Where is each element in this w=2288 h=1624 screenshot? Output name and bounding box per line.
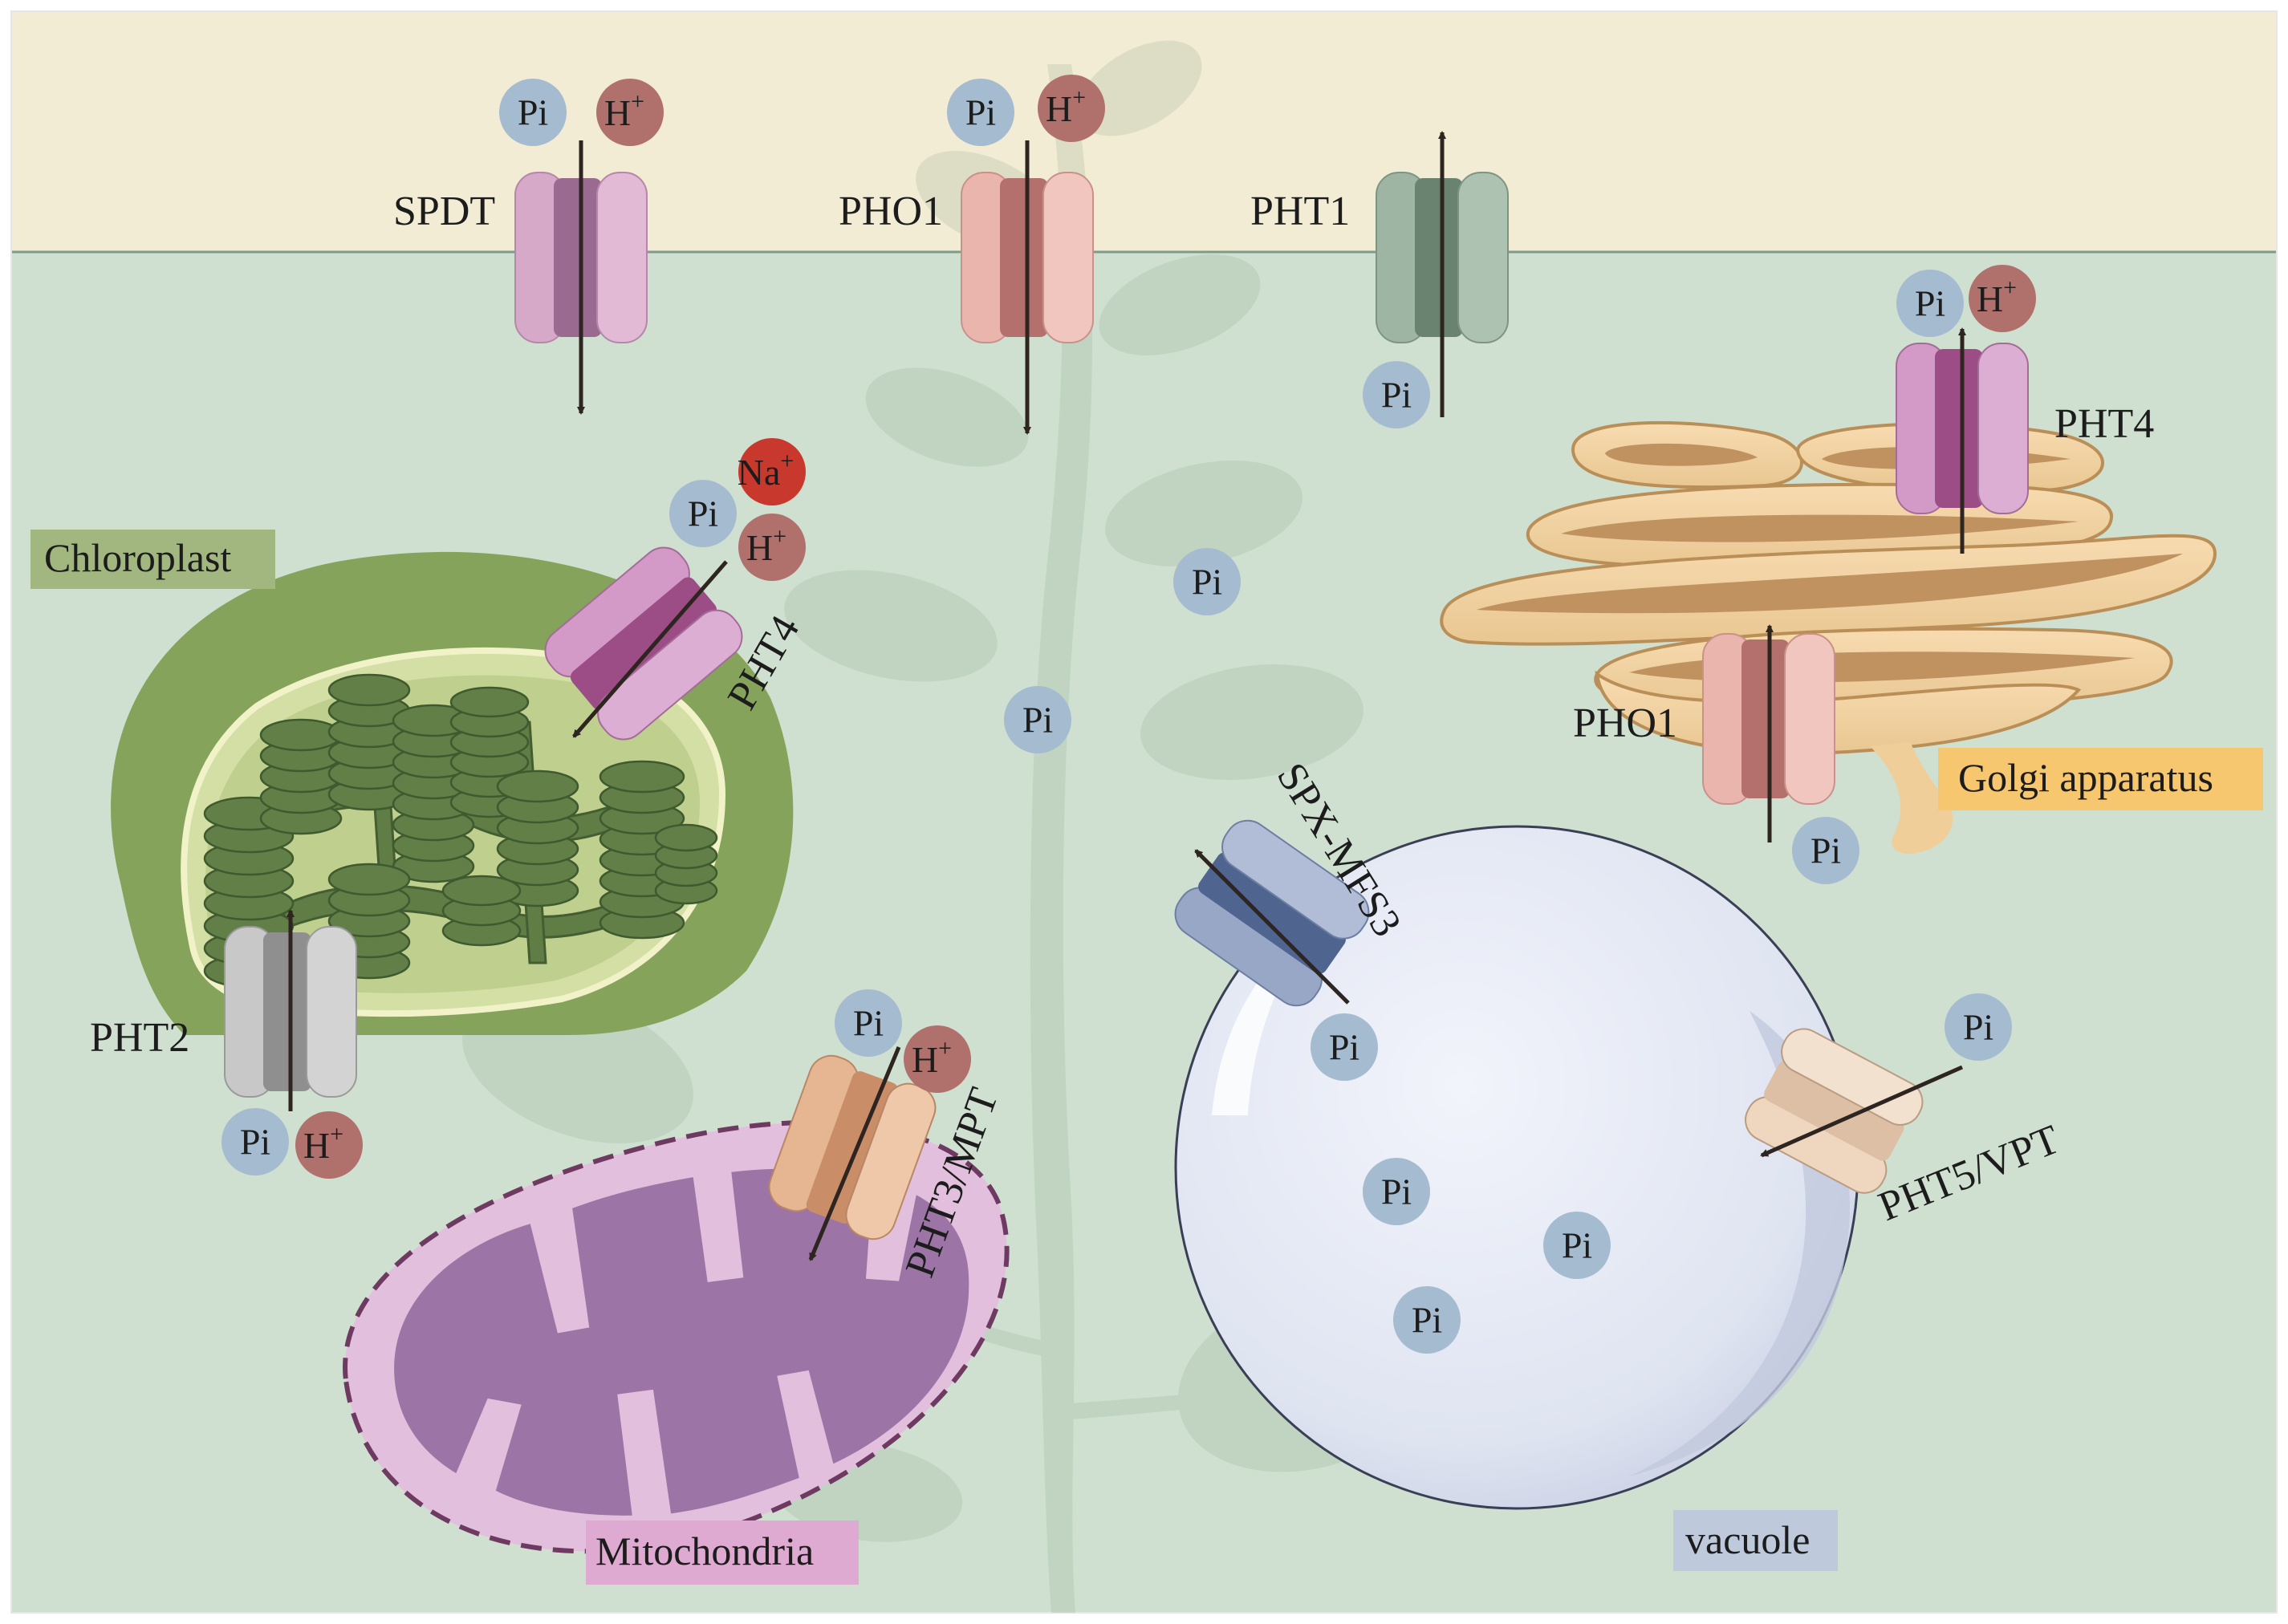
- svg-text:Pi: Pi: [1381, 375, 1412, 416]
- vacuole-highlight: [1212, 923, 1316, 1115]
- pht2-transporter: [224, 926, 357, 1098]
- pho1-golgi-transporter: [1702, 633, 1835, 805]
- grana-stacks: [203, 673, 718, 989]
- h-ion: H+: [738, 514, 806, 581]
- pht3-transporter: [768, 1054, 937, 1240]
- svg-text:Golgi apparatus: Golgi apparatus: [1958, 755, 2213, 800]
- mitochondria-label: Mitochondria: [586, 1520, 859, 1585]
- svg-text:H+: H+: [303, 1121, 343, 1166]
- svg-text:Pi: Pi: [1381, 1171, 1412, 1212]
- svg-text:Mitochondria: Mitochondria: [595, 1529, 814, 1573]
- svg-text:Pi: Pi: [1192, 562, 1222, 603]
- svg-text:Pi: Pi: [688, 493, 718, 534]
- svg-text:Na+: Na+: [738, 448, 795, 493]
- pi-ion: Pi: [1363, 361, 1430, 428]
- svg-text:Pi: Pi: [1915, 283, 1945, 324]
- spx-mfs3-transporter: [1174, 819, 1370, 1007]
- label-pho1-membrane: PHO1: [839, 189, 943, 234]
- spdt-transporter: [514, 172, 648, 343]
- svg-text:Pi: Pi: [518, 92, 548, 133]
- pi-ion: Pi: [1792, 817, 1859, 884]
- label-spdt: SPDT: [393, 189, 495, 234]
- svg-text:Pi: Pi: [1022, 700, 1053, 741]
- pi-ion: Pi: [1393, 1286, 1461, 1354]
- svg-text:vacuole: vacuole: [1685, 1517, 1810, 1562]
- pho1-membrane-transporter: [961, 172, 1094, 343]
- na-ion: Na+: [738, 438, 806, 505]
- pi-ion: Pi: [669, 480, 737, 547]
- h-ion: H+: [904, 1025, 971, 1093]
- pht4-chloroplast-arrow: [572, 560, 728, 738]
- svg-text:H+: H+: [604, 88, 644, 133]
- svg-text:H+: H+: [1977, 274, 2017, 319]
- pi-ion: Pi: [1004, 686, 1071, 753]
- pht5-transporter: [1745, 1028, 1924, 1194]
- page-border: [10, 10, 2278, 1614]
- svg-text:Pi: Pi: [1412, 1300, 1442, 1341]
- label-pht4-golgi: PHT4: [2054, 401, 2154, 447]
- golgi-label: Golgi apparatus: [1938, 748, 2263, 810]
- golgi-vesicle-tail: [1870, 742, 1953, 854]
- pht5-arrow: [1760, 1065, 1964, 1158]
- svg-text:Pi: Pi: [240, 1122, 270, 1163]
- svg-text:Pi: Pi: [1963, 1007, 1993, 1048]
- pi-ion: Pi: [835, 989, 902, 1057]
- pi-ion: Pi: [1543, 1212, 1611, 1279]
- h-ion: H+: [1969, 265, 2036, 332]
- pht1-transporter: [1376, 172, 1509, 343]
- pi-ion: Pi: [499, 79, 567, 146]
- h-ion: H+: [596, 79, 664, 146]
- mitochondria: [343, 1119, 1010, 1554]
- apoplast-region: [11, 11, 2277, 252]
- svg-text:H+: H+: [1046, 84, 1086, 129]
- svg-text:Pi: Pi: [1810, 830, 1841, 871]
- svg-text:Pi: Pi: [1562, 1225, 1592, 1266]
- pht4-golgi-transporter: [1896, 343, 2029, 514]
- spx-mfs3-arrow: [1194, 849, 1350, 1005]
- chloroplast: [111, 551, 794, 1035]
- chloroplast-label: Chloroplast: [30, 530, 275, 589]
- svg-text:Pi: Pi: [965, 92, 996, 133]
- svg-text:Pi: Pi: [1329, 1027, 1359, 1068]
- pht4-chloroplast-transporter: [544, 546, 743, 741]
- svg-text:Chloroplast: Chloroplast: [44, 535, 231, 580]
- pi-ion: Pi: [1945, 993, 2012, 1061]
- label-pht1: PHT1: [1250, 189, 1350, 234]
- pht3-arrow: [808, 1046, 901, 1261]
- svg-text:H+: H+: [746, 523, 786, 568]
- pi-ion: Pi: [1896, 270, 1964, 337]
- vacuole-label: vacuole: [1673, 1510, 1838, 1571]
- label-pht2: PHT2: [90, 1015, 189, 1061]
- pi-ion: Pi: [221, 1108, 289, 1175]
- pi-ion: Pi: [1363, 1158, 1430, 1225]
- transport-arrows: [287, 131, 1966, 1261]
- h-ion: H+: [1038, 75, 1105, 142]
- pi-ion: Pi: [1311, 1013, 1378, 1081]
- pi-ion: Pi: [947, 79, 1014, 146]
- h-ion: H+: [295, 1111, 363, 1179]
- mitochondria-matrix: [394, 1168, 969, 1516]
- svg-text:Pi: Pi: [853, 1003, 884, 1044]
- svg-text:H+: H+: [912, 1035, 952, 1080]
- label-pho1-golgi: PHO1: [1573, 700, 1677, 746]
- pi-ion: Pi: [1173, 548, 1241, 615]
